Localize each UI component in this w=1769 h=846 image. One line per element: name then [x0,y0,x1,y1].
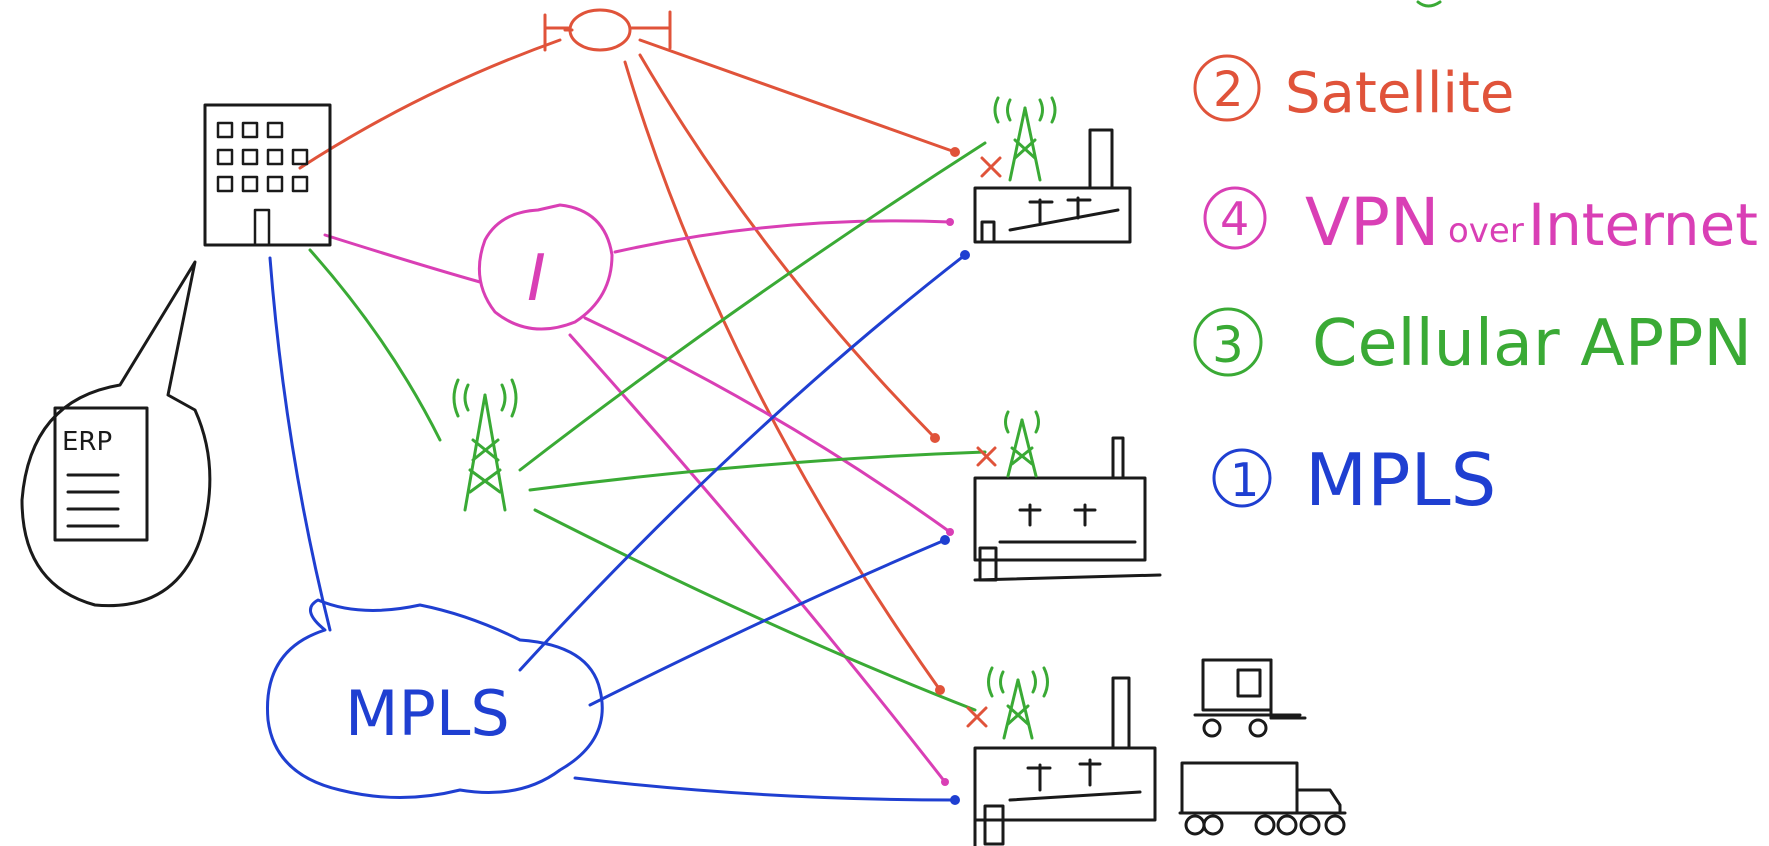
factory-site-1 [973,96,1132,244]
cellular-links [308,141,987,712]
legend-label: Cellular APPN [1312,307,1752,381]
legend: 2 Satellite 4 VPN over Internet 3 Cellul… [1193,54,1758,522]
erp-document-icon: ERP [53,406,149,542]
erp-callout: ERP [20,260,212,608]
headquarters-building-icon [203,103,332,247]
forklift-icon [1193,658,1307,738]
link-tower-site2 [528,450,987,492]
factory-site-2 [973,410,1162,582]
legend-number: 2 [1213,62,1244,118]
legend-number: 4 [1220,192,1249,246]
link-tower-site1 [518,141,987,472]
corner-mark [1416,0,1442,8]
legend-item-cellular: 3 Cellular APPN [1193,307,1752,381]
link-internet-site3 [568,333,947,784]
factory-icon [973,676,1157,846]
link-internet-site1 [613,219,952,254]
factory-icon [973,436,1162,582]
link-tower-site3 [533,508,977,712]
link-satellite-site1 [638,38,957,154]
link-satellite-site3 [623,60,942,692]
link-satellite-site2 [638,53,937,440]
cell-tower-icon [1004,410,1040,478]
link-hq-tower [308,248,442,442]
factory-icon [973,128,1132,244]
cell-tower-icon [987,666,1049,740]
legend-sub: over [1448,211,1524,251]
legend-label: Satellite [1285,61,1514,126]
legend-label-after: Internet [1528,191,1758,259]
mpls-cloud-label: MPLS [345,677,510,750]
mpls-links [268,253,967,802]
erp-label: ERP [62,427,112,457]
truck-icon [1178,761,1347,836]
legend-number: 1 [1230,453,1259,507]
satellite-links [298,38,957,692]
cell-tower-icon [452,378,518,512]
link-mpls-site3 [573,776,957,802]
factory-site-3 [966,666,1157,846]
legend-label: VPN [1305,184,1439,261]
internet-cloud-icon: I [477,203,614,331]
link-internet-site2 [583,316,952,534]
satellite-icon [543,8,672,52]
link-hq-mpls [268,256,332,632]
link-endpoints [930,147,970,805]
mpls-cloud-icon: MPLS [265,598,604,799]
link-mpls-site1 [518,253,967,672]
link-hq-satellite [298,38,562,170]
legend-label: MPLS [1305,438,1496,522]
internet-label: I [527,242,546,316]
legend-item-satellite: 2 Satellite [1193,54,1514,126]
cell-tower-icon [993,96,1057,182]
legend-item-vpn: 4 VPN over Internet [1203,184,1758,261]
link-mpls-site2 [588,538,947,707]
legend-item-mpls: 1 MPLS [1212,438,1496,522]
link-hq-internet [323,233,482,284]
legend-number: 3 [1212,316,1244,374]
